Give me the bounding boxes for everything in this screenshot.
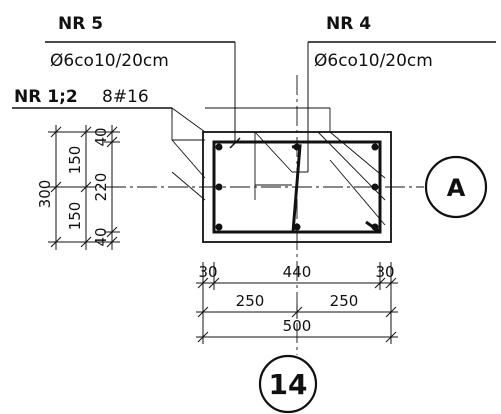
rebars-nr12 [215,143,379,231]
label-nr4-spec: Ø6co10/20cm [314,51,433,71]
dim-horizontal-total: 500 [283,317,312,335]
dim-horizontal-inner: 440 [283,263,312,281]
horizontal-dimension-lines [196,262,398,344]
dim-vertical-top: 150 [66,146,84,175]
dim-horizontal-cover-right: 30 [375,263,394,281]
axis-14-label: 14 [269,368,308,401]
dim-vertical-cover-top: 40 [92,127,110,146]
dim-horizontal-half-left: 250 [236,292,265,310]
rebar [215,143,223,151]
axis-a-bubble [424,155,488,219]
rebar [371,143,379,151]
dim-vertical-inner: 220 [92,173,110,202]
dim-horizontal-cover-left: 30 [198,263,217,281]
vertical-dimension-lines [48,125,120,250]
label-nr5: NR 5 [58,14,103,34]
dim-horizontal-half-right: 250 [330,292,359,310]
dim-vertical-cover-bottom: 40 [92,227,110,246]
tie-nr4 [291,144,302,233]
projection-lines [171,107,386,226]
dim-vertical-bottom: 150 [66,202,84,231]
rebar [371,183,379,191]
label-nr5-spec: Ø6co10/20cm [50,51,169,71]
rebar [371,223,379,231]
dim-vertical-total: 300 [36,180,54,209]
label-nr12-spec: 8#16 [102,87,149,107]
label-nr4: NR 4 [326,14,371,34]
axis-a-label: A [447,174,466,202]
axis-14-bubble [258,354,318,414]
rebar [293,223,301,231]
label-nr12: NR 1;2 [14,87,78,107]
rebar [215,223,223,231]
